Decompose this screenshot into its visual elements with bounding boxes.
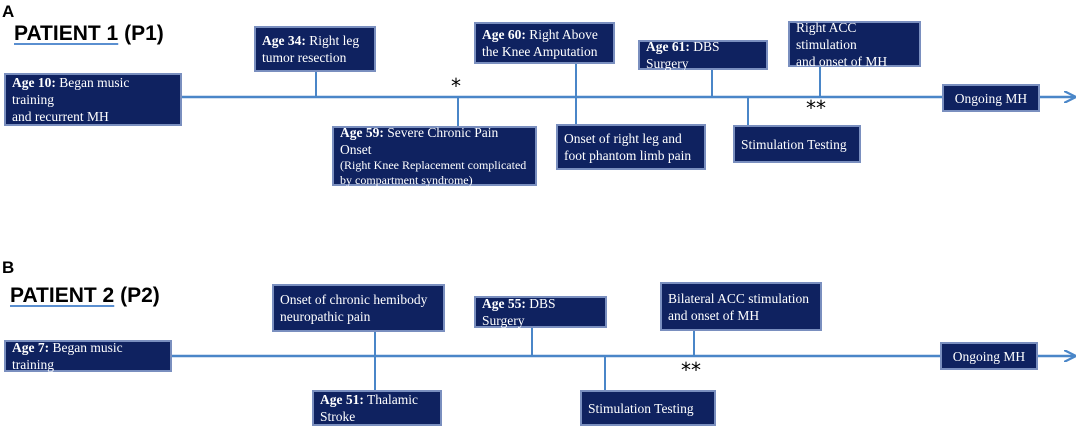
event-p2-age51: Age 51: Thalamic Stroke: [312, 390, 442, 426]
patient-2-title: PATIENT 2 (P2): [10, 284, 160, 308]
event-p1-age34: Age 34: Right leg tumor resection: [254, 26, 376, 72]
patient-1-title: PATIENT 1 (P1): [14, 22, 164, 46]
event-p1-age59: Age 59: Severe Chronic Pain Onset (Right…: [332, 125, 537, 187]
patient-1-name: PATIENT 1: [14, 22, 119, 45]
marker-p1-single-star: *: [451, 74, 461, 98]
marker-p2-double-star: **: [681, 358, 701, 382]
event-p2-stim-testing: Stimulation Testing: [580, 390, 716, 426]
event-p2-acc-stim: Bilateral ACC stimulation and onset of M…: [660, 282, 822, 331]
event-p1-acc-stim: Right ACC stimulation and onset of MH: [788, 20, 921, 69]
event-p1-age60: Age 60: Right Above the Knee Amputation: [474, 22, 615, 64]
event-p1-phantom: Onset of right leg and foot phantom limb…: [556, 124, 706, 170]
panel-b-label: B: [2, 258, 15, 277]
event-p2-age7: Age 7: Began music training: [4, 340, 172, 372]
event-p1-stim-testing: Stimulation Testing: [733, 125, 861, 163]
panel-a-label: A: [2, 2, 15, 21]
patient-2-code: (P2): [120, 284, 160, 307]
patient-2-name: PATIENT 2: [10, 284, 115, 307]
event-p2-hemibody: Onset of chronic hemibody neuropathic pa…: [272, 284, 445, 332]
event-p2-ongoing: Ongoing MH: [940, 342, 1038, 370]
patient-1-code: (P1): [124, 22, 164, 45]
event-p2-age55: Age 55: DBS Surgery: [474, 296, 607, 328]
event-p1-age61: Age 61: DBS Surgery: [638, 39, 768, 71]
marker-p1-double-star: **: [806, 96, 826, 120]
event-p1-ongoing: Ongoing MH: [942, 84, 1040, 112]
event-p1-age10: Age 10: Began music training and recurre…: [4, 73, 182, 126]
